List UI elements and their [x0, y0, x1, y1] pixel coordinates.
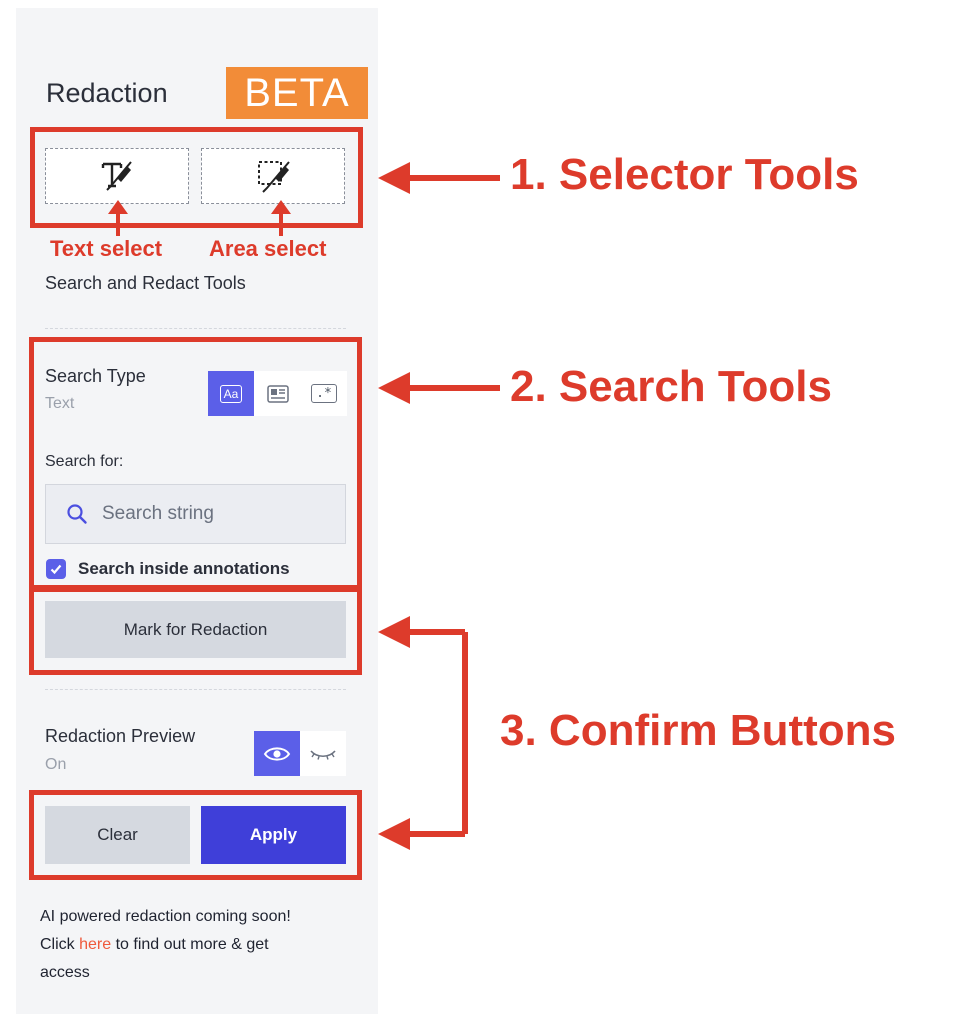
mark-for-redaction-button[interactable]: Mark for Redaction: [45, 601, 346, 658]
id-card-icon: [266, 384, 289, 403]
search-type-text-option[interactable]: Aa: [208, 371, 254, 416]
confirm-buttons-highlight: [29, 790, 362, 880]
area-redact-icon: [258, 161, 290, 193]
redaction-preview-label: Redaction Preview: [45, 726, 196, 746]
area-select-tool-button[interactable]: [201, 148, 345, 204]
notice-line-2-prefix: Click: [40, 936, 80, 953]
notice-line-2-suffix: to find out more & get: [111, 936, 269, 953]
text-redact-icon: [101, 161, 132, 191]
preview-on-option[interactable]: [254, 731, 300, 776]
search-type-regex-option[interactable]: .*: [301, 371, 347, 416]
search-type-label: Search Type: [45, 366, 146, 386]
ai-redaction-notice: AI powered redaction coming soon! Click …: [40, 903, 360, 987]
text-select-annotation: Text select: [50, 236, 163, 261]
panel-title: Redaction: [46, 78, 168, 108]
section-heading: Search and Redact Tools: [45, 273, 246, 293]
mark-button-highlight: [29, 587, 362, 675]
search-inside-annotations-checkbox[interactable]: [46, 559, 66, 579]
search-type-value: Text: [45, 395, 75, 412]
check-icon: [50, 564, 62, 575]
selector-tools-annotation: 1. Selector Tools: [510, 150, 859, 199]
text-select-tool-button[interactable]: [45, 148, 189, 204]
search-type-pattern-option[interactable]: [254, 371, 301, 416]
search-type-selector: Aa .*: [208, 371, 347, 416]
text-case-icon: Aa: [219, 384, 243, 403]
regex-icon: .*: [311, 384, 337, 403]
selector-tools-highlight: [30, 127, 363, 228]
clear-button[interactable]: Clear: [45, 806, 190, 864]
apply-button[interactable]: Apply: [201, 806, 346, 864]
area-select-annotation: Area select: [209, 236, 327, 261]
divider: [45, 328, 346, 329]
preview-off-option[interactable]: [300, 731, 346, 776]
find-out-more-link[interactable]: here: [79, 936, 112, 953]
eye-closed-icon: [310, 749, 336, 760]
search-tools-highlight: [29, 337, 362, 590]
search-input[interactable]: Search string: [102, 503, 214, 524]
redaction-preview-toggle: [254, 731, 346, 776]
divider-2: [45, 689, 346, 690]
redaction-preview-value: On: [45, 756, 67, 773]
search-icon: [67, 504, 87, 524]
search-tools-annotation: 2. Search Tools: [510, 362, 832, 411]
beta-badge: BETA: [226, 67, 368, 119]
notice-line-3: access: [40, 964, 90, 981]
search-for-label: Search for:: [45, 453, 124, 470]
text-case-glyph: Aa: [223, 386, 239, 401]
regex-glyph: .*: [316, 386, 332, 401]
search-inside-annotations-label: Search inside annotations: [78, 559, 290, 578]
eye-icon: [263, 746, 291, 761]
search-field[interactable]: Search string: [45, 484, 346, 544]
confirm-buttons-annotation: 3. Confirm Buttons: [500, 706, 896, 755]
notice-line-1: AI powered redaction coming soon!: [40, 908, 291, 925]
notice-line-2: Click here to find out more & get: [40, 931, 360, 959]
